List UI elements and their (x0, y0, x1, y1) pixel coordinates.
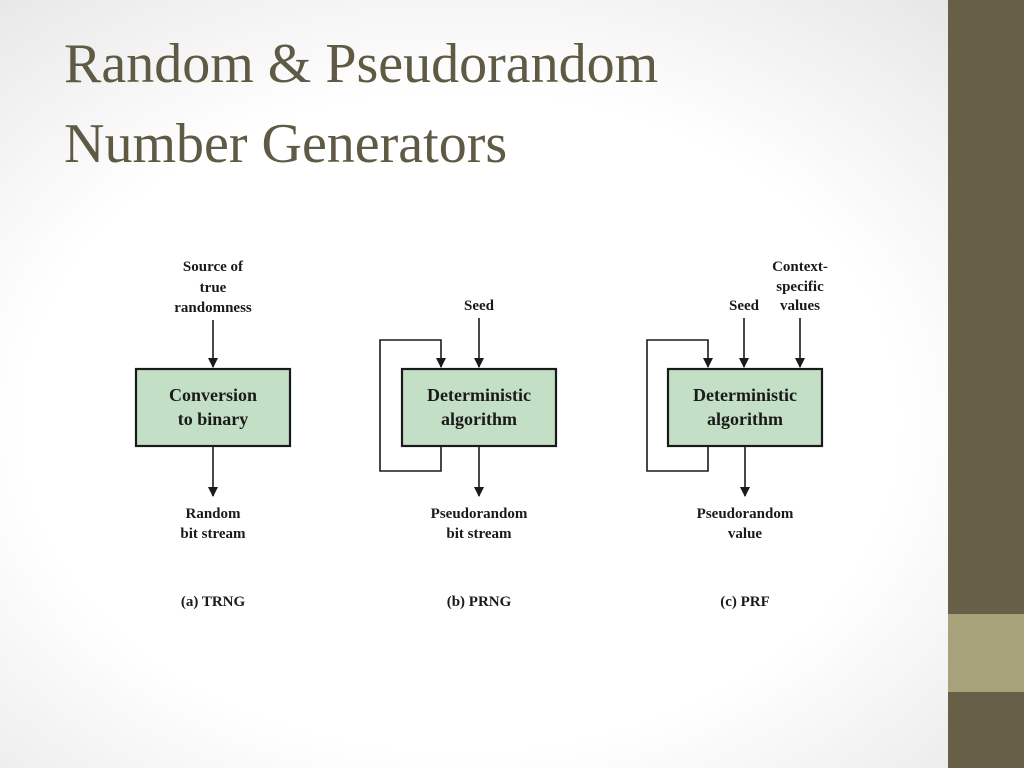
prf-context-label-line2: specific (776, 279, 824, 295)
trng-output-label-line2: bit stream (180, 526, 246, 542)
slide-title-line1: Random & Pseudorandom (64, 33, 659, 95)
trng-output-label-line1: Random (185, 506, 241, 522)
prf-context-label-line1: Context- (772, 259, 828, 275)
rng-diagram: Source of true randomness Conversion to … (134, 259, 828, 610)
prng-output-label-line2: bit stream (446, 526, 512, 542)
prng-box-label-line1: Deterministic (427, 385, 531, 405)
prf-output-label-line1: Pseudorandom (697, 506, 794, 522)
prng-algorithm-box (400, 367, 558, 448)
prf-box-label-line2: algorithm (707, 409, 783, 429)
prng-box-label-line2: algorithm (441, 409, 517, 429)
prng-caption: (b) PRNG (447, 594, 512, 610)
prf-feedback-loop (646, 339, 713, 472)
prf-algorithm-box (666, 367, 824, 448)
slide-title-line2: Number Generators (64, 113, 508, 175)
prf-output-label-line2: value (728, 526, 763, 542)
trng-diagram: Source of true randomness Conversion to … (134, 259, 292, 610)
decorative-side-accent (948, 614, 1024, 692)
prng-seed-label: Seed (464, 298, 495, 314)
prng-output-label-line1: Pseudorandom (431, 506, 528, 522)
trng-box-label-line2: to binary (178, 409, 249, 429)
prf-context-label-line3: values (780, 298, 820, 314)
trng-input-label-line3: randomness (174, 300, 252, 316)
prf-box-label-line1: Deterministic (693, 385, 797, 405)
trng-input-label-line1: Source of (183, 259, 244, 275)
trng-conversion-box (134, 367, 292, 448)
trng-input-label-line2: true (200, 280, 227, 296)
prng-feedback-loop (379, 339, 446, 472)
prf-diagram: Seed Context- specific values Determinis… (646, 259, 828, 610)
prng-diagram: Seed Deterministic algorithm Pseudorando… (379, 298, 558, 610)
slide-title: Random & Pseudorandom Number Generators (64, 24, 658, 184)
prf-seed-label: Seed (729, 298, 760, 314)
trng-box-label-line1: Conversion (169, 385, 257, 405)
trng-caption: (a) TRNG (181, 594, 246, 610)
prf-caption: (c) PRF (720, 594, 770, 610)
